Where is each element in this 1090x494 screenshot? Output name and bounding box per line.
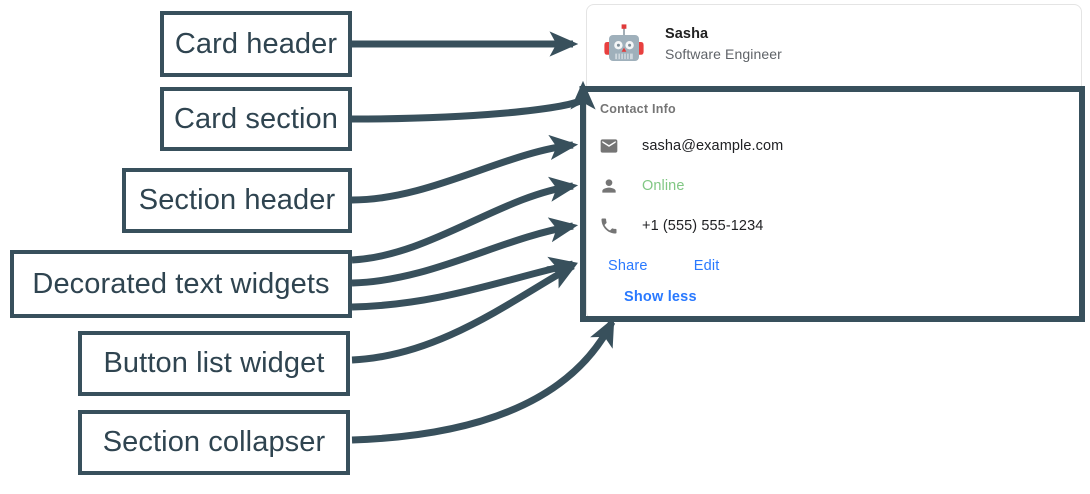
arrow-button-list bbox=[351, 262, 578, 364]
annotation-card-section: Card section bbox=[160, 87, 352, 151]
annotation-section-header: Section header bbox=[122, 168, 352, 233]
show-less-button[interactable]: Show less bbox=[624, 289, 697, 305]
arrow-card-section bbox=[351, 80, 596, 123]
card-subtitle: Software Engineer bbox=[665, 46, 782, 63]
annotation-button-list-widget: Button list widget bbox=[78, 331, 350, 396]
annotation-card-section-label: Card section bbox=[174, 102, 338, 135]
decorated-text-widget-email: sasha@example.com bbox=[598, 126, 1068, 166]
card-section-content: Contact Info sasha@example.com Online bbox=[598, 96, 1068, 312]
arrow-section-header bbox=[351, 134, 579, 204]
robot-avatar-icon bbox=[601, 22, 647, 68]
annotation-card-header: Card header bbox=[160, 11, 352, 77]
decorated-text-widget-phone: +1 (555) 555-1234 bbox=[598, 206, 1068, 246]
share-button[interactable]: Share bbox=[608, 258, 648, 274]
email-icon bbox=[598, 135, 620, 157]
arrow-section-collapser bbox=[351, 317, 616, 444]
phone-icon bbox=[598, 215, 620, 237]
annotation-section-collapser-label: Section collapser bbox=[102, 426, 326, 458]
arrow-decorated-1 bbox=[351, 176, 579, 264]
email-value: sasha@example.com bbox=[642, 138, 784, 154]
profile-card: Sasha Software Engineer bbox=[586, 4, 1082, 320]
arrow-decorated-2 bbox=[351, 217, 579, 287]
annotation-section-header-label: Section header bbox=[138, 184, 336, 216]
card-title: Sasha bbox=[665, 25, 709, 42]
annotation-decorated-text-widgets: Decorated text widgets bbox=[10, 250, 352, 318]
person-icon bbox=[598, 175, 620, 197]
annotation-button-list-widget-label: Button list widget bbox=[103, 347, 325, 379]
status-value: Online bbox=[642, 178, 685, 194]
annotation-card-header-label: Card header bbox=[174, 27, 338, 60]
card-header-text: Sasha Software Engineer bbox=[665, 25, 782, 66]
annotation-section-collapser: Section collapser bbox=[78, 410, 350, 475]
annotation-decorated-text-widgets-label: Decorated text widgets bbox=[32, 267, 330, 300]
decorated-text-widget-status: Online bbox=[598, 166, 1068, 206]
section-header: Contact Info bbox=[600, 102, 676, 116]
phone-value: +1 (555) 555-1234 bbox=[642, 218, 764, 234]
arrow-decorated-3 bbox=[351, 256, 579, 311]
section-collapser: Show less bbox=[598, 282, 1068, 312]
card-header: Sasha Software Engineer bbox=[587, 5, 1081, 85]
edit-button[interactable]: Edit bbox=[693, 258, 720, 274]
button-list-widget: Share Edit bbox=[598, 250, 1068, 282]
